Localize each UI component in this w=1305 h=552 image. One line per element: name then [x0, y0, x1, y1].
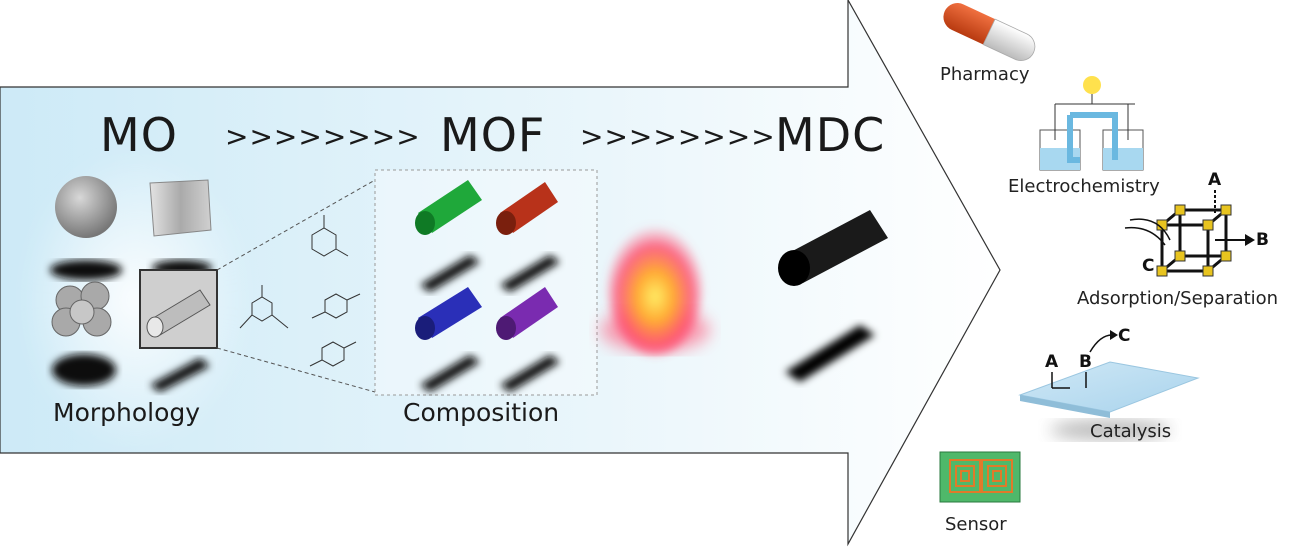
catalysis-plate-edge: [1020, 395, 1110, 418]
tag-a-catalysis: A: [1045, 352, 1059, 372]
linker-molecules: [239, 215, 361, 367]
zoom-line: [216, 347, 376, 393]
mof-cube-nodes: [1156, 204, 1232, 277]
mof-shadow: [420, 255, 480, 292]
progress-arrows-1: >>>>>>>>: [225, 120, 421, 153]
composition-panel: [374, 169, 598, 396]
tube-particle: [146, 289, 211, 338]
application-electrochemistry: Electrochemistry: [1008, 176, 1160, 197]
application-pharmacy: Pharmacy: [940, 64, 1030, 85]
application-sensor: Sensor: [945, 514, 1007, 535]
zoom-line: [216, 179, 376, 271]
catalysis-shadow: [1050, 420, 1170, 440]
application-adsorption: Adsorption/Separation: [1077, 288, 1279, 309]
arrow-head-b: [1245, 234, 1255, 246]
mdc-rod: [778, 210, 888, 286]
application-catalysis: Catalysis: [1090, 421, 1172, 442]
stage-label-mof: MOF: [440, 108, 546, 162]
particle-shadow: [150, 358, 210, 392]
stage-label-mdc: MDC: [775, 108, 886, 162]
panel-label-composition: Composition: [403, 398, 560, 427]
mof-shadow: [500, 355, 560, 392]
electrochemistry-icon: [1039, 76, 1144, 171]
particle-shadow: [50, 260, 122, 280]
mof-rod-blue: [415, 287, 482, 340]
pill-icon: [943, 3, 1036, 62]
tag-c-catalysis: C: [1118, 326, 1131, 346]
cube-particle: [149, 179, 212, 237]
flame-icon: [607, 225, 703, 355]
tag-a-adsorption: A: [1208, 170, 1222, 190]
flower-particle: [51, 281, 112, 337]
curved-arrow-c: [1129, 218, 1171, 241]
mof-rod-purple: [496, 287, 558, 340]
mof-shadow: [500, 255, 560, 292]
tag-b-catalysis: B: [1079, 352, 1092, 372]
mof-shadow: [420, 355, 480, 392]
panel-label-morphology: Morphology: [53, 398, 201, 427]
catalysis-arrow-head: [1110, 330, 1118, 340]
curved-arrow-c: [1124, 226, 1166, 246]
particle-shadow: [52, 354, 116, 386]
tag-b-adsorption: B: [1256, 230, 1269, 250]
tag-c-adsorption: C: [1142, 256, 1155, 276]
mof-rod-green: [415, 180, 482, 235]
mdc-shadow: [785, 325, 875, 382]
stage-label-mo: MO: [100, 108, 178, 162]
progress-arrows-2: >>>>>>>>: [580, 120, 776, 153]
catalysis-arrow: [1089, 334, 1113, 353]
mof-rod-red: [496, 182, 558, 235]
sphere-particle: [55, 176, 117, 238]
sensor-coils: [949, 459, 1013, 493]
